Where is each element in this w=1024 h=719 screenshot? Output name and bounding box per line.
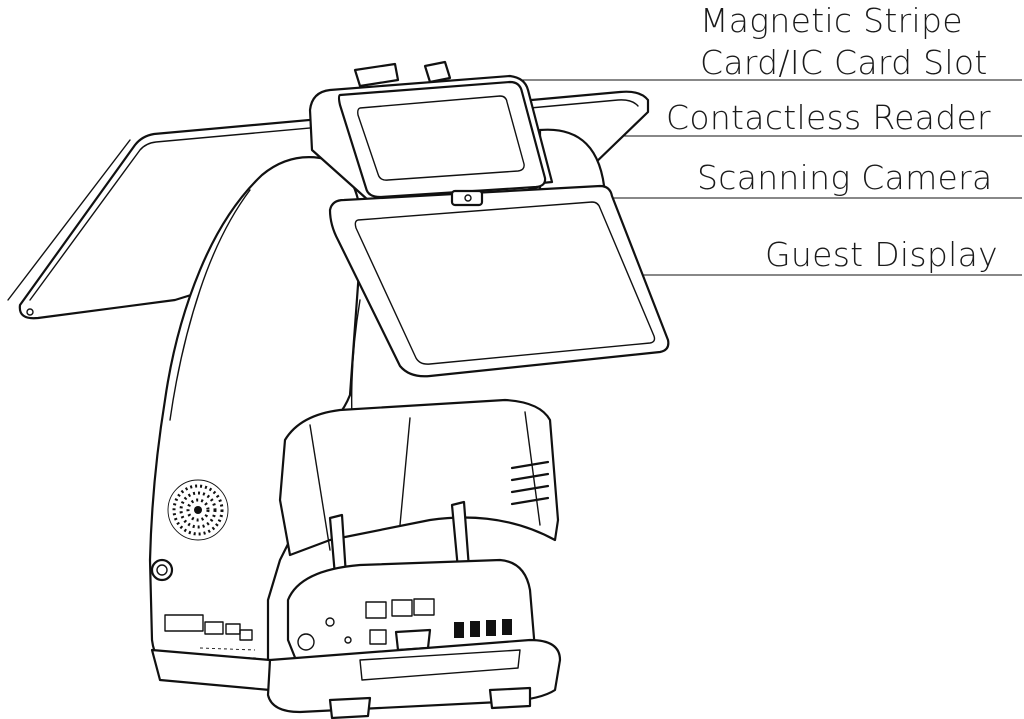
io-panel — [286, 558, 537, 672]
callout-contactless-reader: Contactless Reader — [666, 98, 991, 137]
callout-guest-display: Guest Display — [765, 235, 998, 274]
base-tray — [266, 638, 562, 719]
guest-display-panel — [328, 184, 670, 421]
card-reader-module — [308, 60, 554, 202]
callout-magnetic-stripe-line2: Card/IC Card Slot — [700, 43, 988, 82]
callout-scanning-camera: Scanning Camera — [697, 158, 993, 197]
speaker-grill — [167, 479, 229, 541]
callout-magnetic-stripe-line1: Magnetic Stripe — [700, 1, 963, 40]
